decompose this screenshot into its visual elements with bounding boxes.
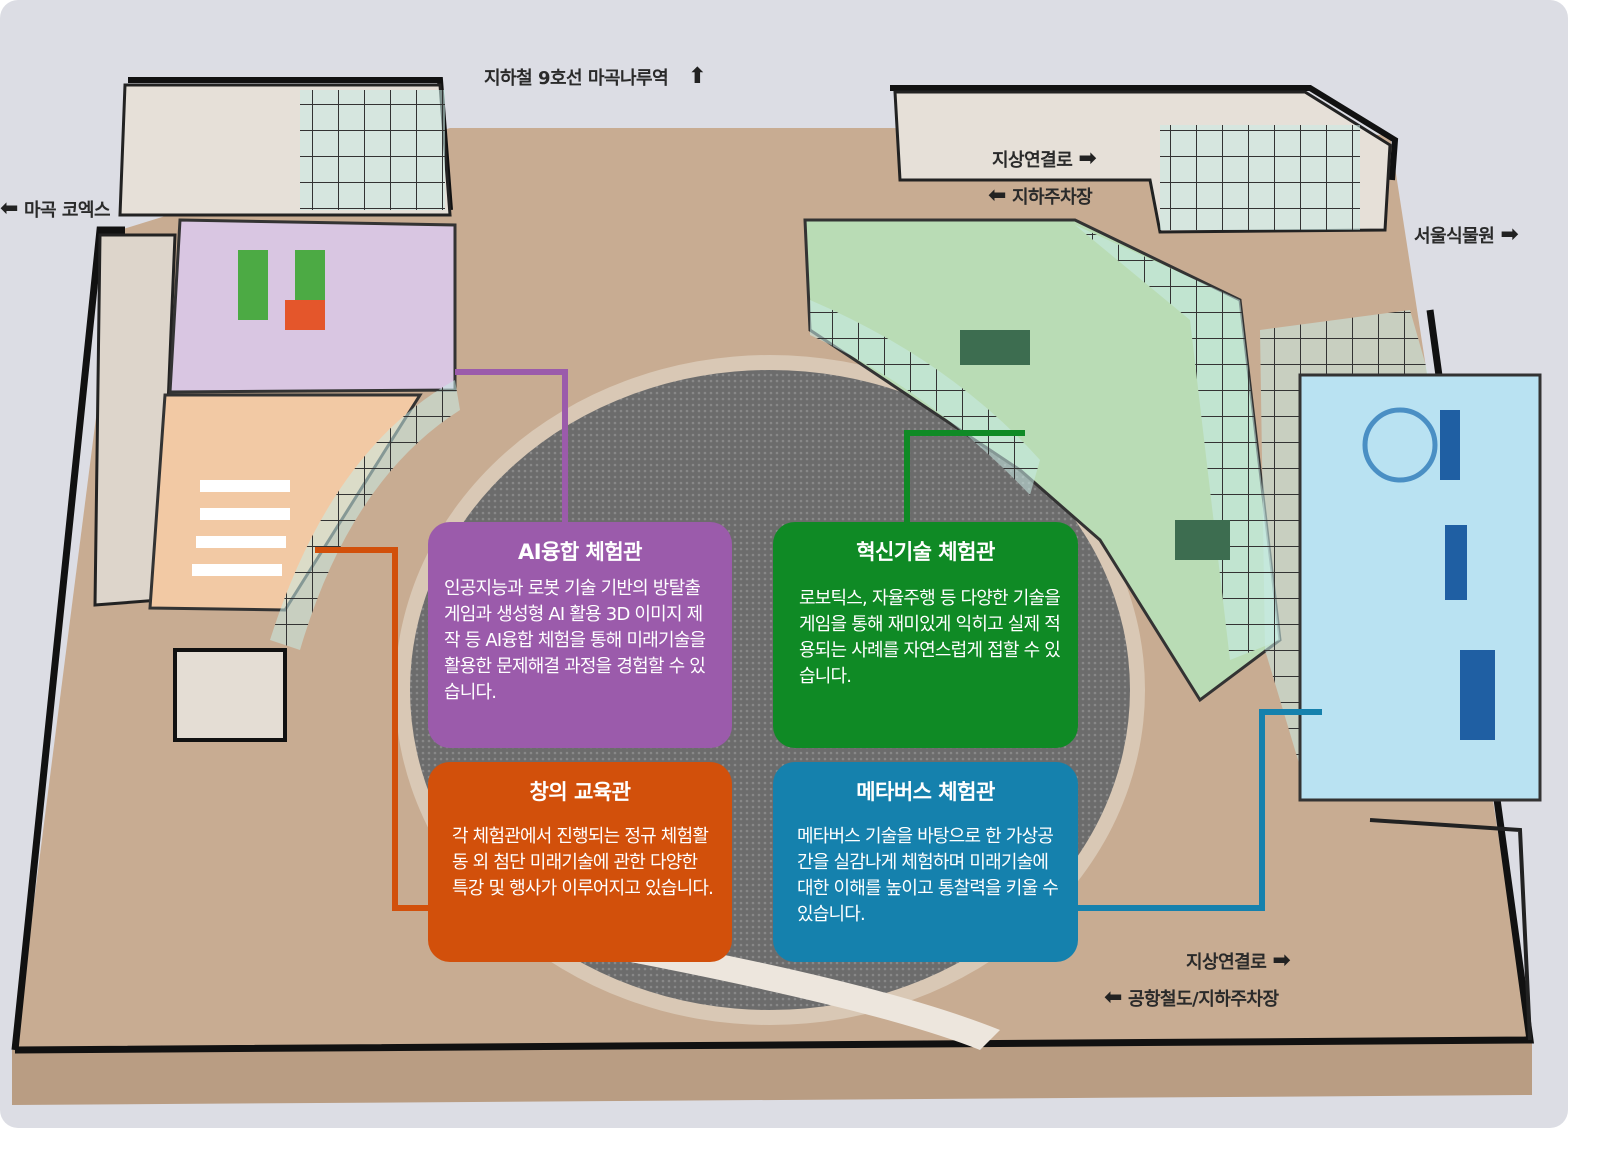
creative-hall-connector [315, 547, 430, 911]
ai-hall-connector [455, 369, 568, 522]
direction-subway: 지하철 9호선 마곡나루역 ⬆ [484, 64, 707, 90]
direction-label: 서울식물원 [1414, 226, 1495, 247]
direction-label: 마곡 코엑스 [23, 200, 111, 221]
floor-map: AI융합 체험관 인공지능과 로봇 기술 기반의 방탈출 게임과 생성형 AI … [0, 0, 1568, 1128]
innovation-hall-title: 혁신기술 체험관 [856, 540, 995, 564]
glass-room [300, 90, 445, 210]
ai-hall-title: AI융합 체험관 [518, 540, 642, 564]
desks [192, 480, 290, 576]
innovation-hall-connector [904, 430, 1025, 522]
right-corridor-wall [1369, 818, 1532, 1041]
glass-room-right [1160, 125, 1360, 230]
metaverse-ring [1362, 407, 1438, 483]
curved-glass-wall-left [270, 380, 460, 650]
metaverse-hall-room [1298, 373, 1542, 802]
creative-hall-title: 창의 교육관 [529, 780, 631, 804]
small-room [173, 648, 287, 742]
arrow-right-icon: ➡ [1500, 222, 1519, 247]
direction-coex: ⬅ 마곡 코엑스 [0, 196, 111, 222]
arrow-left-icon: ⬅ [0, 196, 18, 221]
metaverse-screen [1460, 650, 1495, 740]
innovation-hall-room [803, 218, 1282, 703]
direction-label: 지상연결로 [1186, 952, 1267, 973]
arrow-up-icon: ⬆ [688, 64, 707, 89]
direction-airport-parking: ⬅ 공항철도/지하주차장 [1104, 985, 1279, 1011]
metaverse-hall-card[interactable]: 메타버스 체험관 메타버스 기술을 바탕으로 한 가상공간을 실감나게 체험하며… [773, 762, 1078, 962]
ai-hall-description: 인공지능과 로봇 기술 기반의 방탈출 게임과 생성형 AI 활용 3D 이미지… [444, 578, 706, 703]
innovation-block [1175, 520, 1230, 560]
ai-hall-card[interactable]: AI융합 체험관 인공지능과 로봇 기술 기반의 방탈출 게임과 생성형 AI … [428, 522, 732, 748]
floor-front-face [12, 1040, 1532, 1105]
entrance-ramp [620, 950, 1000, 1050]
metaverse-hall-title: 메타버스 체험관 [856, 780, 995, 804]
arrow-left-icon: ⬅ [1104, 985, 1122, 1010]
metaverse-screen [1440, 410, 1460, 480]
direction-label: 지상연결로 [992, 150, 1073, 171]
creative-hall-description: 각 체험관에서 진행되는 정규 체험활동 외 첨단 미래기술에 관한 다양한 특… [452, 826, 714, 899]
arrow-right-icon: ➡ [1272, 948, 1291, 973]
innovation-hall-card[interactable]: 혁신기술 체험관 로보틱스, 자율주행 등 다양한 기술을 게임을 통해 재미있… [773, 522, 1078, 748]
direction-parking-top: ⬅ 지하주차장 [988, 183, 1093, 209]
curved-glass-wall-right [810, 300, 1040, 495]
arrow-right-icon: ➡ [1078, 146, 1097, 171]
ai-hall-booth [285, 300, 325, 330]
direction-label: 지하철 9호선 마곡나루역 [484, 68, 669, 89]
direction-label: 지하주차장 [1011, 187, 1093, 208]
metaverse-hall-connector [1078, 709, 1322, 911]
outer-wall [11, 226, 125, 1051]
outer-wall [890, 85, 1399, 181]
arrow-left-icon: ⬅ [988, 183, 1006, 208]
metaverse-screen [1445, 525, 1467, 600]
direction-ground-link-top: 지상연결로 ➡ [992, 146, 1097, 172]
ai-hall-booth [295, 250, 325, 300]
metaverse-hall-description: 메타버스 기술을 바탕으로 한 가상공간을 실감나게 체험하며 미래기술에 대한… [797, 826, 1059, 925]
innovation-block [960, 330, 1030, 365]
ai-hall-booth [238, 250, 268, 320]
direction-botanic-park: 서울식물원 ➡ [1414, 222, 1519, 248]
direction-label: 공항철도/지하주차장 [1127, 989, 1279, 1010]
innovation-hall-description: 로보틱스, 자율주행 등 다양한 기술을 게임을 통해 재미있게 익히고 실제 … [799, 588, 1061, 687]
direction-ground-link-bottom: 지상연결로 ➡ [1186, 948, 1291, 974]
creative-hall-card[interactable]: 창의 교육관 각 체험관에서 진행되는 정규 체험활동 외 첨단 미래기술에 관… [428, 762, 732, 962]
